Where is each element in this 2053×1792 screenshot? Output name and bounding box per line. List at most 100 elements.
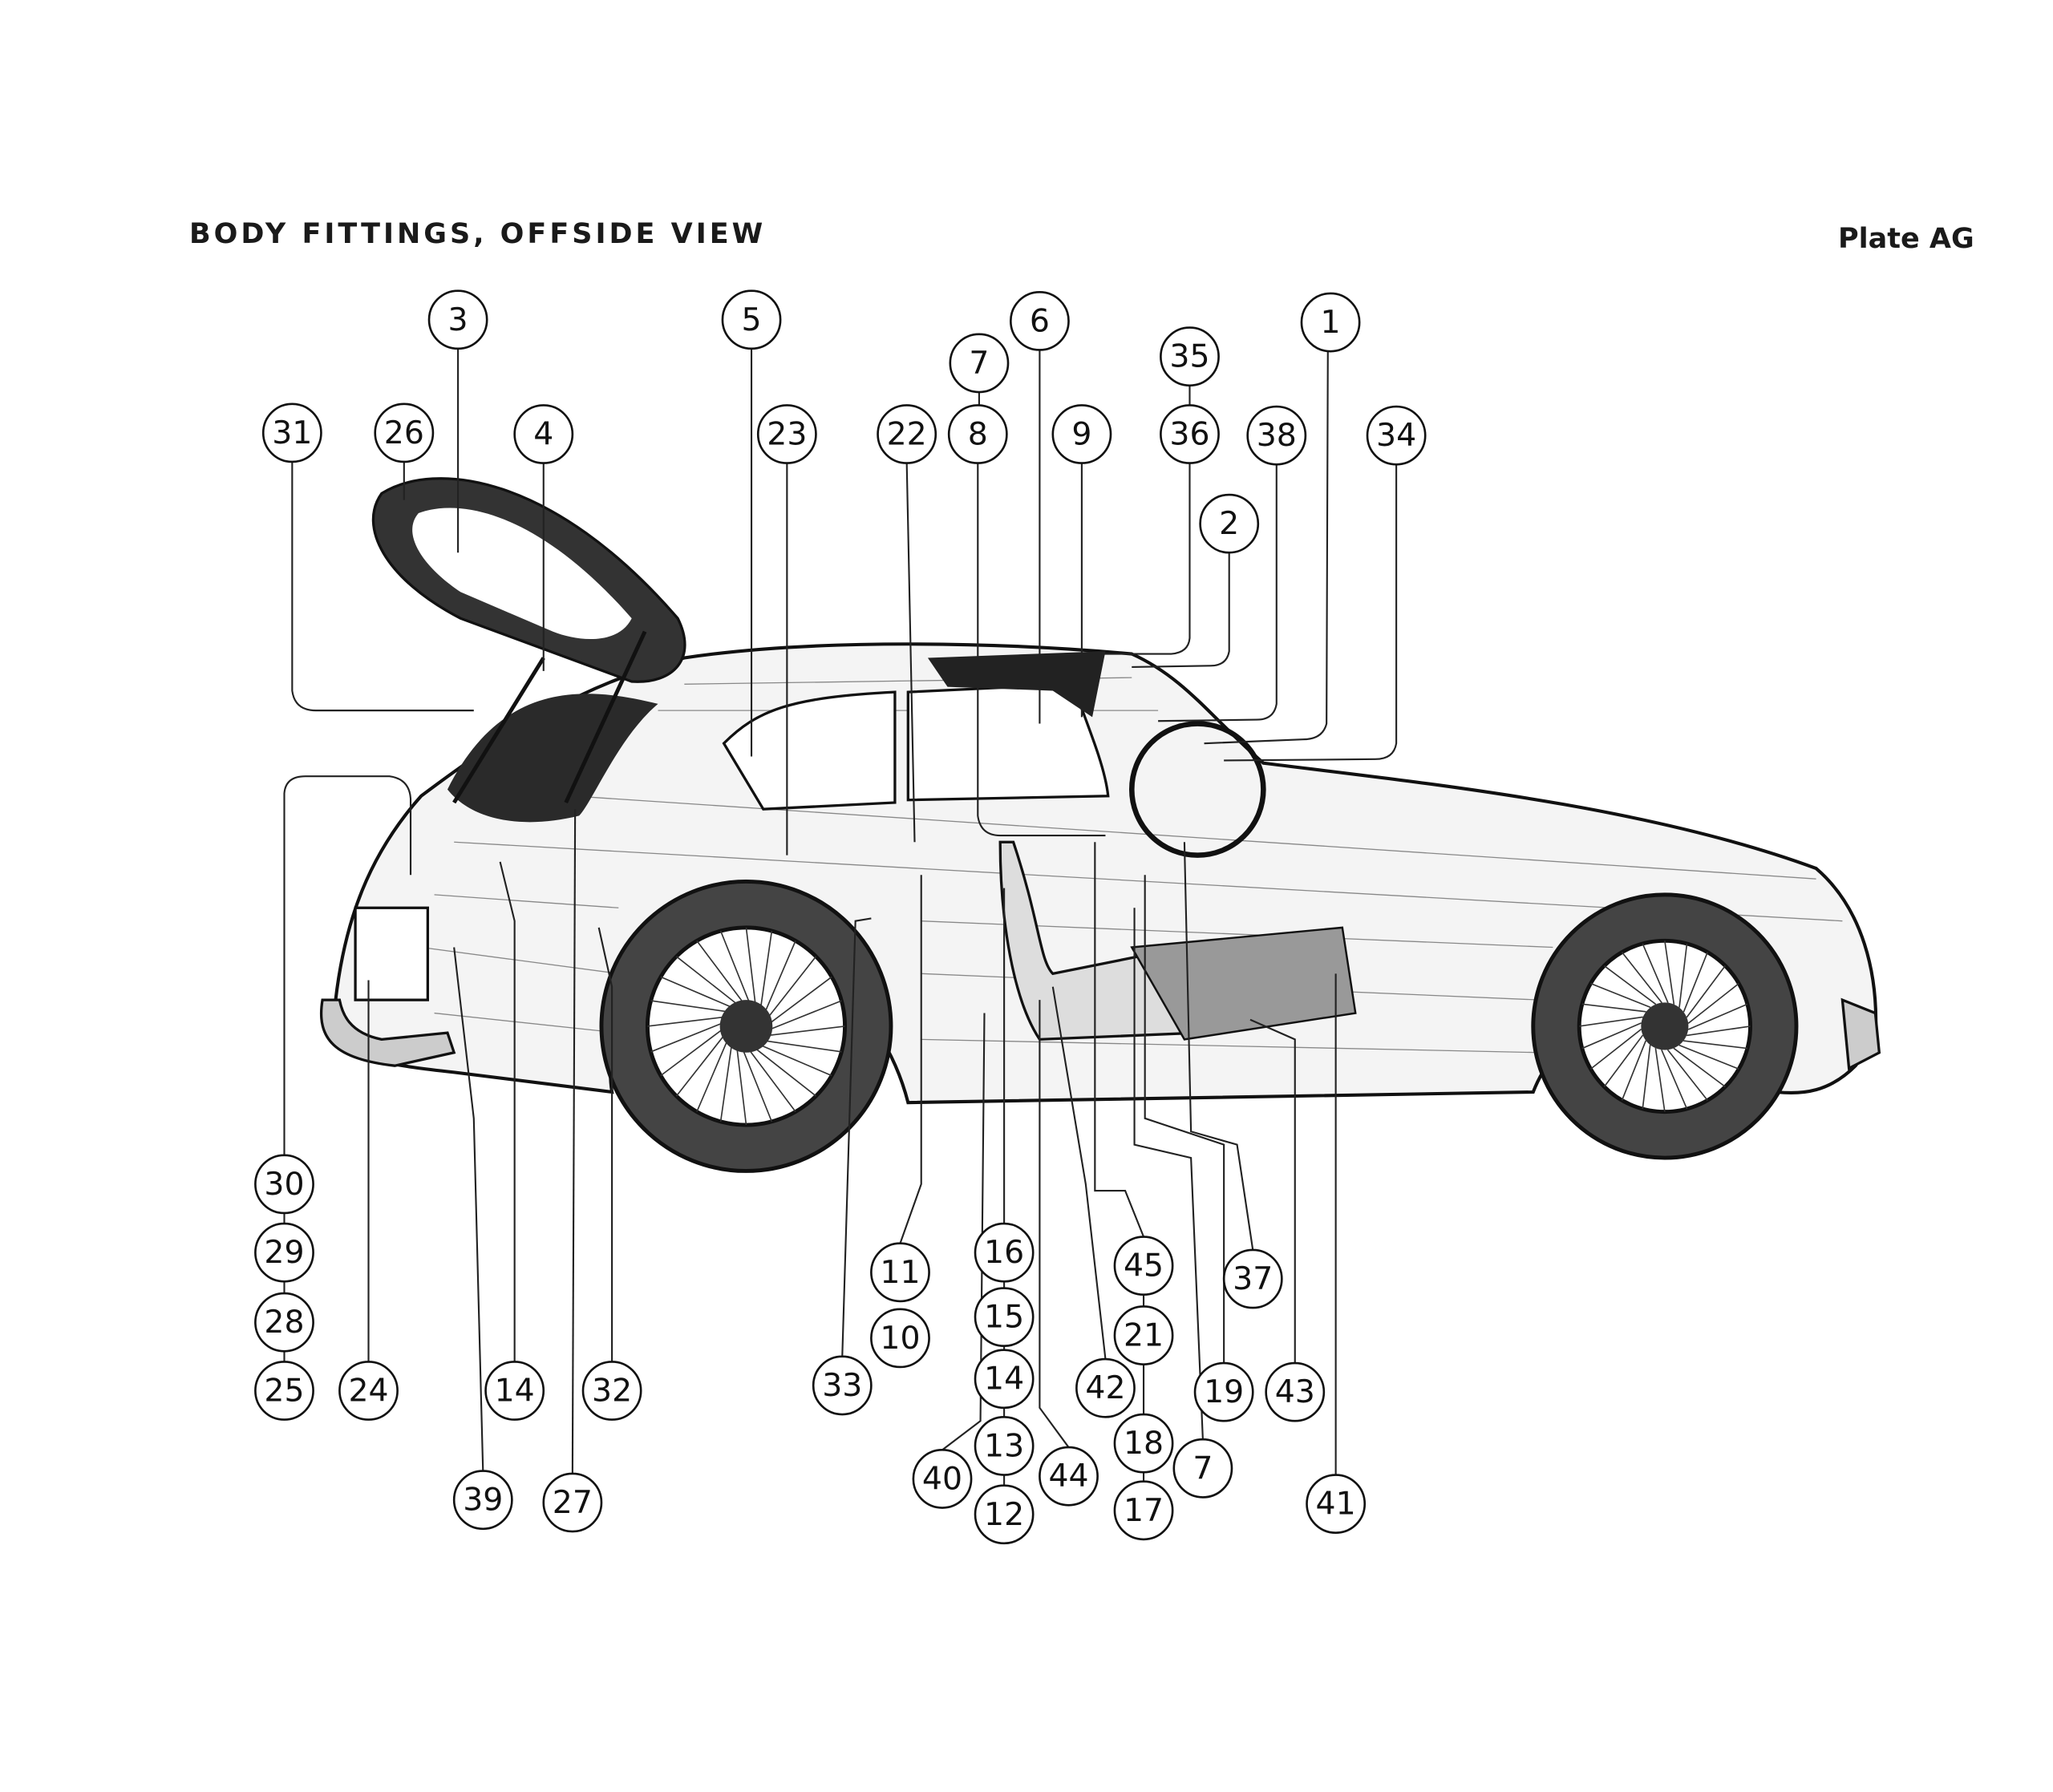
callout-number: 10 <box>880 1320 920 1357</box>
wheel-spoke <box>1682 952 1708 1013</box>
callout-14: 14 <box>484 1361 545 1421</box>
callout-number: 28 <box>264 1304 304 1341</box>
callout-3: 3 <box>427 289 488 350</box>
callout-circle <box>513 404 574 464</box>
callout-circle <box>1366 405 1427 466</box>
leader-line-42 <box>1051 986 1107 1360</box>
callout-number: 35 <box>1169 338 1209 375</box>
wheel-spoke <box>1686 965 1726 1018</box>
rear-bumper <box>320 998 456 1067</box>
callout-4: 4 <box>513 404 574 464</box>
callout-circle <box>1160 404 1220 464</box>
callout-circle <box>1172 1438 1233 1499</box>
callout-number: 14 <box>984 1361 1024 1398</box>
callout-number: 39 <box>463 1482 503 1519</box>
wheel-spoke <box>1661 1049 1688 1110</box>
callout-number: 36 <box>1169 416 1209 453</box>
wheel-spoke <box>675 956 738 1005</box>
callout-9: 9 <box>1051 404 1112 464</box>
wheel-spoke <box>1686 1025 1751 1037</box>
callout-number: 43 <box>1275 1373 1315 1410</box>
callout-2: 2 <box>1199 493 1260 554</box>
wheel-spoke <box>1666 1049 1708 1101</box>
wheel-spoke <box>1654 1048 1666 1112</box>
callout-number: 12 <box>984 1496 1024 1533</box>
callout-number: 1 <box>1321 304 1341 341</box>
callout-23: 23 <box>756 404 817 464</box>
callout-circle <box>1113 1305 1174 1365</box>
leader-line-43 <box>1249 1018 1296 1364</box>
wheel-spoke <box>736 1048 747 1126</box>
callout-number: 33 <box>822 1367 862 1404</box>
wheel-spoke <box>769 976 832 1024</box>
callout-number: 34 <box>1376 417 1416 454</box>
wheel-spoke <box>1581 1003 1646 1013</box>
callout-circle <box>1113 1480 1174 1541</box>
wheel-spoke <box>1664 940 1675 1005</box>
wheel-spoke <box>719 930 751 1004</box>
callout-number: 11 <box>880 1254 920 1291</box>
callout-circle <box>949 333 1010 394</box>
callout-22: 22 <box>877 404 937 464</box>
callout-number: 26 <box>384 415 424 451</box>
callout-circle <box>1009 290 1070 351</box>
wheel-spoke <box>647 1016 725 1027</box>
callout-38: 38 <box>1246 405 1307 466</box>
wheel-spoke <box>1621 1040 1647 1101</box>
callout-31: 31 <box>261 402 322 463</box>
callout-circle <box>254 1361 314 1421</box>
leader-line-37 <box>1183 842 1254 1251</box>
wheel-spoke <box>1678 943 1688 1008</box>
callout-19: 19 <box>1193 1361 1254 1422</box>
callout-number: 4 <box>533 416 553 453</box>
wheel-spoke <box>1687 982 1739 1024</box>
callout-34: 34 <box>1366 405 1427 466</box>
callout-24: 24 <box>338 1361 399 1421</box>
callout-25: 25 <box>254 1361 314 1421</box>
callout-32: 32 <box>581 1361 642 1421</box>
callout-45: 45 <box>1113 1236 1174 1296</box>
callout-circle <box>1113 1236 1174 1296</box>
wheel-spoke <box>696 1040 728 1112</box>
wheel-spoke <box>1673 1047 1726 1088</box>
callout-44: 44 <box>1039 1446 1099 1507</box>
callout-circle <box>812 1355 873 1416</box>
callout-circle <box>974 1222 1035 1283</box>
callout-circle <box>1051 404 1112 464</box>
callout-number: 38 <box>1257 417 1297 454</box>
leader-line-22 <box>905 463 916 843</box>
wheel-spoke <box>696 940 744 1004</box>
callout-circle <box>1300 292 1361 353</box>
wheel-spoke <box>1590 982 1651 1009</box>
wheel-spoke <box>742 1049 773 1123</box>
callout-number: 15 <box>984 1299 1024 1336</box>
callout-circle <box>1075 1357 1136 1418</box>
callout-number: 21 <box>1124 1317 1164 1354</box>
callout-circle <box>870 1308 930 1369</box>
callout-42: 42 <box>1075 1357 1136 1418</box>
rear-side-window <box>722 690 897 811</box>
callout-number: 13 <box>984 1427 1024 1464</box>
callout-circle <box>756 404 817 464</box>
callout-6: 6 <box>1009 290 1070 351</box>
callout-number: 41 <box>1316 1486 1356 1523</box>
callout-circle <box>542 1472 603 1533</box>
callout-17: 17 <box>1113 1480 1174 1541</box>
wheel-spoke <box>764 1040 842 1053</box>
front-bumper <box>1840 997 1881 1071</box>
callout-number: 23 <box>767 416 807 453</box>
callout-10: 10 <box>870 1308 930 1369</box>
callout-number: 9 <box>1071 416 1091 453</box>
callout-number: 17 <box>1124 1492 1164 1529</box>
callout-circle <box>721 289 782 350</box>
callout-number: 6 <box>1030 302 1050 339</box>
leader-line-32 <box>597 927 613 1362</box>
callout-number: 29 <box>264 1234 304 1271</box>
callout-number: 18 <box>1124 1425 1164 1462</box>
front-wheel <box>1531 892 1799 1160</box>
wheel-spoke <box>650 1022 723 1053</box>
callout-circle <box>974 1416 1035 1476</box>
callout-number: 22 <box>887 416 927 453</box>
callout-circle <box>484 1361 545 1421</box>
callout-21: 21 <box>1113 1305 1174 1365</box>
